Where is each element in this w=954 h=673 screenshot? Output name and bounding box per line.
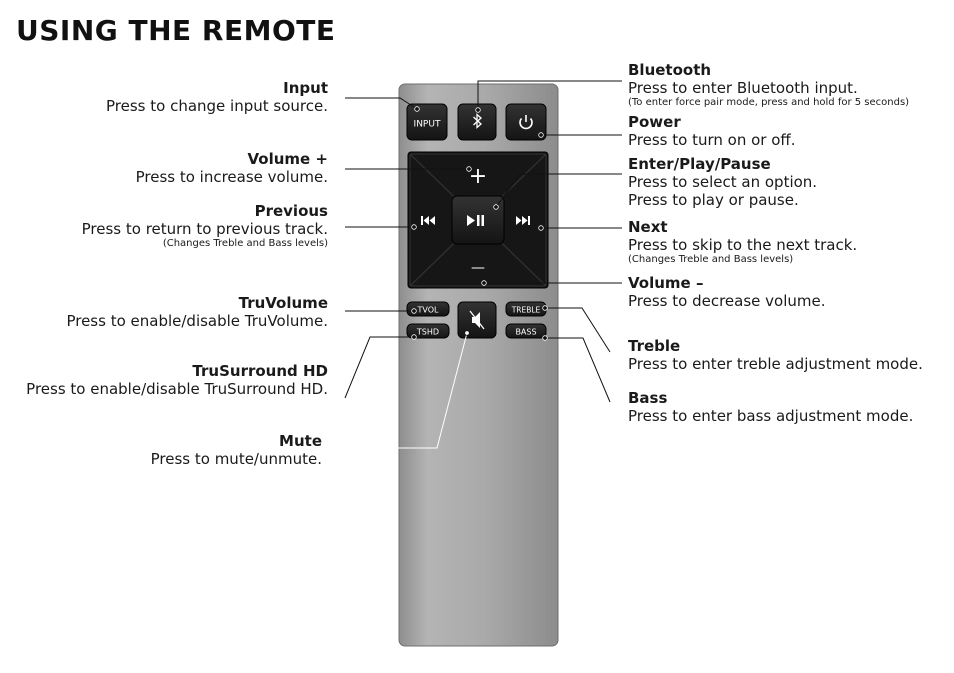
enter-play-pause-button[interactable] bbox=[451, 195, 505, 245]
callout-bluetooth bbox=[477, 80, 622, 110]
label-trusurround: TruSurround HD Press to enable/disable T… bbox=[26, 362, 328, 398]
power-button[interactable] bbox=[505, 103, 547, 141]
bluetooth-button[interactable] bbox=[457, 103, 497, 141]
label-title: Bass bbox=[628, 389, 668, 407]
callout-mute bbox=[345, 332, 468, 449]
volume-down-button[interactable]: — bbox=[471, 260, 485, 276]
next-icon bbox=[516, 216, 530, 225]
label-note: (Changes Treble and Bass levels) bbox=[162, 238, 328, 249]
callout-lines-left bbox=[344, 97, 469, 449]
label-bass: Bass Press to enter bass adjustment mode… bbox=[628, 389, 913, 425]
callout-dots bbox=[411, 106, 548, 341]
label-title: Volume – bbox=[628, 274, 704, 292]
bass-button[interactable]: BASS bbox=[505, 323, 547, 339]
label-enter-play-pause: Enter/Play/Pause Press to select an opti… bbox=[628, 155, 817, 209]
label-desc: Press to enter Bluetooth input. bbox=[628, 79, 858, 97]
plus-icon: + bbox=[469, 164, 487, 189]
label-mute: Mute Press to mute/unmute. bbox=[151, 432, 322, 468]
label-desc: Press to skip to the next track. bbox=[628, 236, 858, 254]
label-next: Next Press to skip to the next track. (C… bbox=[628, 218, 857, 266]
mute-icon bbox=[469, 310, 485, 330]
bass-button-label: BASS bbox=[515, 328, 536, 337]
label-desc: Press to increase volume. bbox=[135, 168, 328, 186]
label-volume-up: Volume + Press to increase volume. bbox=[136, 150, 328, 186]
callout-lines-right bbox=[477, 80, 622, 403]
tshd-button[interactable]: TSHD bbox=[406, 323, 450, 339]
label-desc: Press to enter treble adjustment mode. bbox=[628, 355, 923, 373]
callout-input bbox=[345, 97, 418, 110]
play-pause-icon bbox=[467, 215, 484, 226]
label-desc: Press to select an option. bbox=[628, 173, 818, 191]
label-input: Input Press to change input source. bbox=[106, 79, 328, 115]
tvol-button-label: TVOL bbox=[417, 306, 440, 315]
label-title: Bluetooth bbox=[628, 61, 712, 79]
label-note: (To enter force pair mode, press and hol… bbox=[628, 97, 910, 108]
label-treble: Treble Press to enter treble adjustment … bbox=[628, 337, 923, 373]
tvol-button[interactable]: TVOL bbox=[406, 301, 450, 317]
minus-icon: — bbox=[471, 260, 485, 276]
page-title: USING THE REMOTE bbox=[16, 14, 336, 47]
next-button[interactable] bbox=[516, 216, 530, 225]
input-button[interactable]: INPUT bbox=[406, 103, 448, 141]
label-truvolume: TruVolume Press to enable/disable TruVol… bbox=[66, 294, 328, 330]
label-previous: Previous Press to return to previous tra… bbox=[82, 202, 328, 250]
label-note: (Changes Treble and Bass levels) bbox=[628, 254, 794, 265]
label-title: Input bbox=[283, 79, 328, 97]
label-desc: Press to return to previous track. bbox=[81, 220, 328, 238]
callout-trusurround bbox=[344, 336, 414, 399]
label-title: Enter/Play/Pause bbox=[628, 155, 771, 173]
previous-button[interactable] bbox=[421, 216, 435, 225]
input-button-label: INPUT bbox=[414, 120, 441, 130]
callout-treble bbox=[545, 307, 611, 353]
label-title: TruSurround HD bbox=[192, 362, 328, 380]
label-title: Power bbox=[628, 113, 681, 131]
label-desc: Press to enter bass adjustment mode. bbox=[628, 407, 914, 425]
label-title: TruVolume bbox=[238, 294, 328, 312]
label-desc: Press to enable/disable TruSurround HD. bbox=[26, 380, 328, 398]
label-title: Volume + bbox=[247, 150, 328, 168]
label-desc: Press to enable/disable TruVolume. bbox=[66, 312, 328, 330]
previous-icon bbox=[421, 216, 435, 225]
volume-up-button[interactable]: + bbox=[469, 164, 487, 189]
label-volume-down: Volume – Press to decrease volume. bbox=[628, 274, 825, 310]
treble-button[interactable]: TREBLE bbox=[505, 301, 547, 317]
label-desc-2: Press to play or pause. bbox=[628, 191, 799, 209]
callout-enter-play-pause bbox=[495, 173, 622, 208]
label-title: Next bbox=[628, 218, 668, 236]
mute-button[interactable] bbox=[457, 301, 497, 339]
bluetooth-icon bbox=[473, 113, 482, 129]
label-title: Treble bbox=[628, 337, 681, 355]
label-bluetooth: Bluetooth Press to enter Bluetooth input… bbox=[628, 61, 909, 109]
label-desc: Press to change input source. bbox=[106, 97, 328, 115]
label-power: Power Press to turn on or off. bbox=[628, 113, 795, 149]
callout-bass bbox=[545, 337, 611, 403]
treble-button-label: TREBLE bbox=[511, 306, 541, 315]
power-icon bbox=[519, 115, 533, 130]
label-title: Mute bbox=[279, 432, 322, 450]
label-title: Previous bbox=[254, 202, 328, 220]
tshd-button-label: TSHD bbox=[416, 328, 439, 337]
label-desc: Press to mute/unmute. bbox=[150, 450, 322, 468]
label-desc: Press to turn on or off. bbox=[628, 131, 796, 149]
label-desc: Press to decrease volume. bbox=[628, 292, 826, 310]
